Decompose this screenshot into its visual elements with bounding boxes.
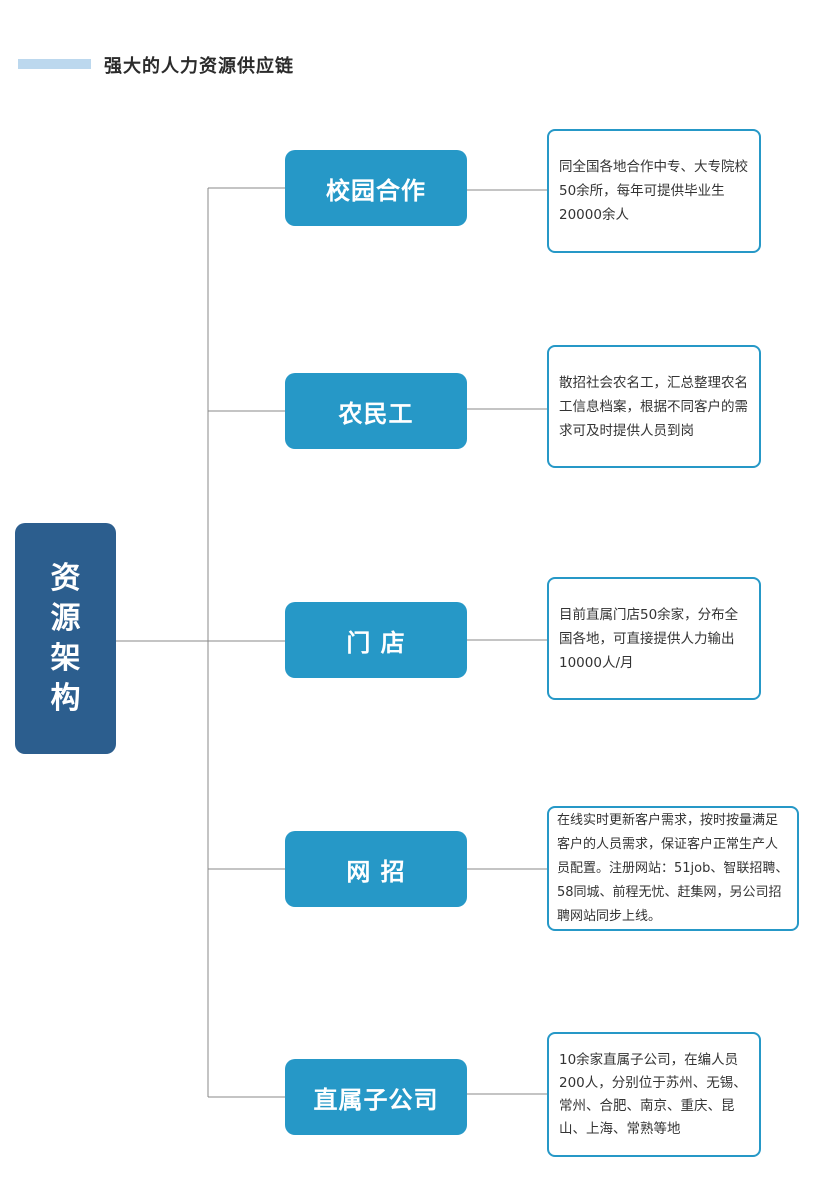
root-node: 资源架构 — [15, 523, 116, 754]
branch-node-campus: 校园合作 — [285, 150, 467, 226]
branch-label: 门 店 — [346, 628, 406, 657]
desc-box-campus: 同全国各地合作中专、大专院校50余所，每年可提供毕业生20000余人 — [547, 129, 761, 253]
desc-text: 在线实时更新客户需求，按时按量满足客户的人员需求，保证客户正常生产人员配置。注册… — [557, 812, 789, 924]
branch-label: 校园合作 — [326, 176, 426, 205]
desc-text: 10余家直属子公司，在编人员200人，分别位于苏州、无锡、常州、合肥、南京、重庆… — [559, 1051, 747, 1137]
page-title: 强大的人力资源供应链 — [104, 56, 294, 77]
desc-box-subsidiaries: 10余家直属子公司，在编人员200人，分别位于苏州、无锡、常州、合肥、南京、重庆… — [547, 1032, 761, 1157]
branch-node-subsidiaries: 直属子公司 — [285, 1059, 467, 1135]
branch-label: 农民工 — [338, 399, 414, 428]
desc-box-stores: 目前直属门店50余家，分布全国各地，可直接提供人力输出10000人/月 — [547, 577, 761, 700]
desc-text: 目前直属门店50余家，分布全国各地，可直接提供人力输出10000人/月 — [559, 606, 739, 671]
branch-node-online-recruiting: 网 招 — [285, 831, 467, 907]
desc-text: 散招社会农名工，汇总整理农名工信息档案，根据不同客户的需求可及时提供人员到岗 — [559, 374, 748, 439]
desc-text: 同全国各地合作中专、大专院校50余所，每年可提供毕业生20000余人 — [559, 159, 748, 223]
branch-label: 直属子公司 — [313, 1085, 439, 1114]
header-accent-bar — [18, 59, 91, 69]
desc-box-online-recruiting: 在线实时更新客户需求，按时按量满足客户的人员需求，保证客户正常生产人员配置。注册… — [547, 806, 799, 931]
branch-node-migrant-workers: 农民工 — [285, 373, 467, 449]
branch-label: 网 招 — [346, 857, 406, 886]
root-label: 资源架构 — [50, 560, 81, 716]
branch-node-stores: 门 店 — [285, 602, 467, 678]
desc-box-migrant-workers: 散招社会农名工，汇总整理农名工信息档案，根据不同客户的需求可及时提供人员到岗 — [547, 345, 761, 468]
